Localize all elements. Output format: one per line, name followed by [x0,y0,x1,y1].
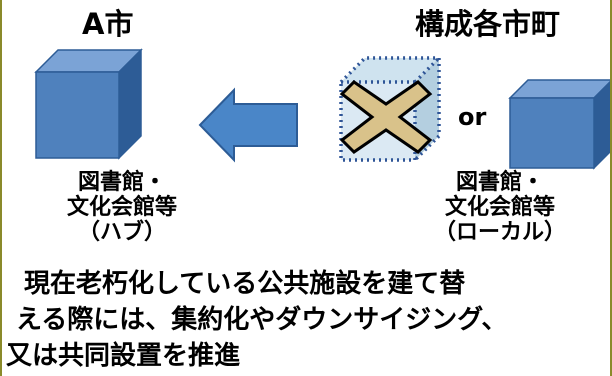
left-arrow-icon [198,87,298,163]
left-facility-cube-icon [34,48,143,160]
cross-mark-icon [339,80,433,154]
right-title: 構成各市町 [415,7,561,41]
right-facility-label: 図書館・ 文化会館等 （ローカル） [400,170,600,245]
caption-line3: 又は共同設置を推進 [6,341,241,371]
right-label-line1: 図書館・ [455,170,544,195]
or-label: or [458,103,487,131]
policy-caption: 現在老朽化している公共施設を建て替 える際には、集約化やダウンサイジング、 又は… [6,266,606,374]
left-facility-label: 図書館・ 文化会館等 （ハブ） [22,170,222,245]
right-label-line2: 文化会館等 [444,195,555,220]
left-label-line3: （ハブ） [77,220,166,245]
left-title: A市 [82,7,134,41]
caption-line2: える際には、集約化やダウンサイジング、 [16,305,508,335]
left-label-line2: 文化会館等 [66,195,177,220]
left-label-line1: 図書館・ [77,170,166,195]
caption-line1: 現在老朽化している公共施設を建て替 [24,269,466,299]
right-label-line3: （ローカル） [433,220,566,245]
right-facility-cube-icon [508,79,610,170]
